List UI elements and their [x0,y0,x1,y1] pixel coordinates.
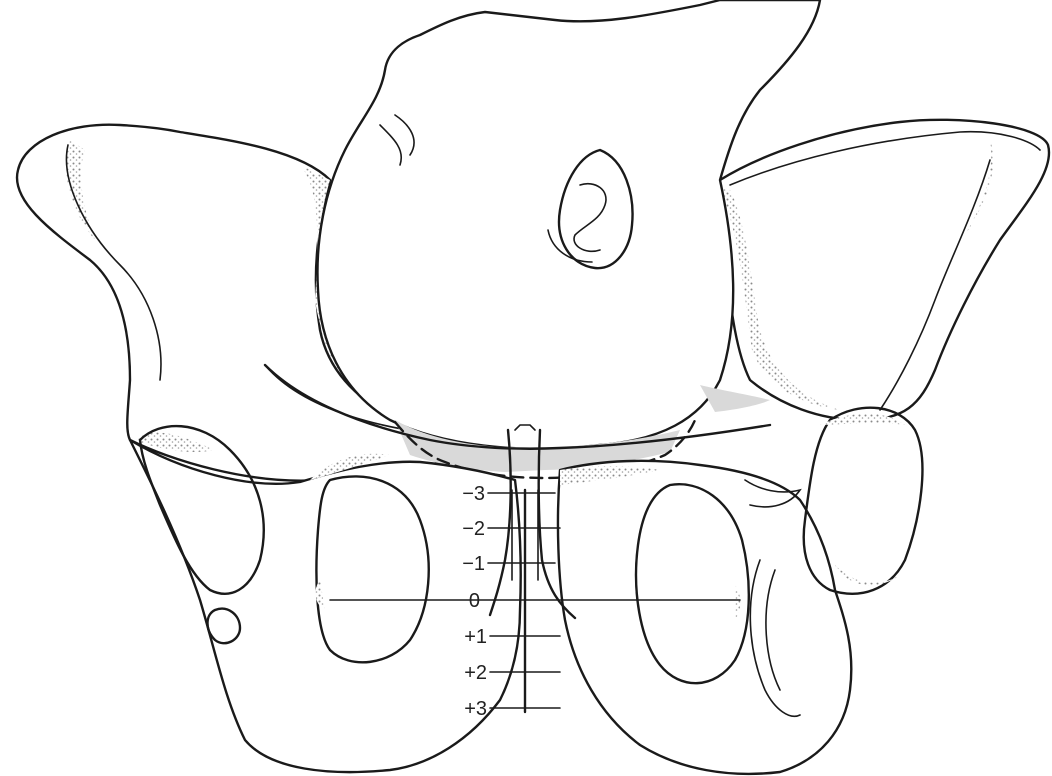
station-minus2-label: −2 [462,518,485,540]
right-pelvic-floor [558,408,922,774]
station-minus3-label: −3 [462,483,485,505]
left-pelvic-floor [130,426,521,772]
station-plus3-label: +3 [464,698,487,720]
station-zero-label: 0 [469,590,480,612]
station-minus1-label: −1 [462,553,485,575]
right-iliac-wing [720,120,1049,420]
station-plus2-label: +2 [464,662,487,684]
station-plus1-label: +1 [464,626,487,648]
